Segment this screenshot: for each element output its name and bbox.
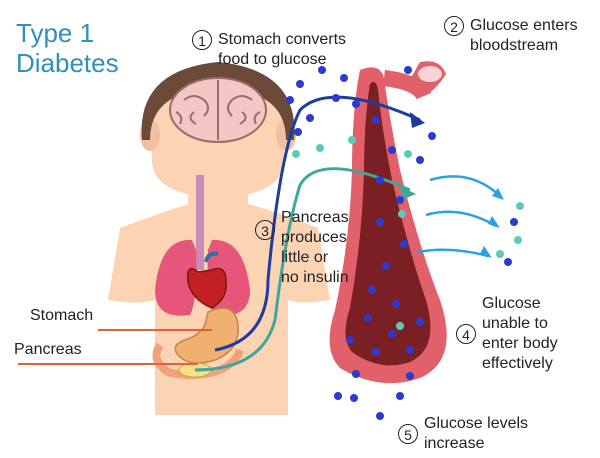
step-line: no insulin [281, 269, 349, 286]
step-line: Pancreas [281, 209, 349, 226]
step-text: Glucose unable to enter body effectively [482, 294, 558, 374]
step-line: produces [281, 229, 347, 246]
title-line-2: Diabetes [16, 48, 119, 78]
step-number: 4 [456, 324, 476, 344]
step-text: Pancreas produces little or no insulin [281, 208, 349, 288]
page-title: Type 1 Diabetes [16, 18, 119, 78]
step-line: effectively [482, 355, 553, 372]
hair [141, 62, 295, 140]
insulin-arrow [194, 167, 411, 372]
stomach-label: Stomach [30, 307, 94, 324]
step-1: 1 Stomach converts food to glucose [192, 30, 392, 72]
blocked-arrowheads [480, 188, 504, 258]
insulin-dot-icon [292, 136, 524, 330]
step-text: Glucose levels increase [424, 414, 528, 454]
glucose-arrow [214, 95, 421, 352]
step-4: 4 Glucose unable to enter body effective… [456, 294, 596, 378]
step-line: Stomach converts [218, 31, 347, 48]
glucose-arrowhead [410, 112, 425, 128]
step-5: 5 Glucose levels increase [398, 414, 558, 456]
step-line: enter body [482, 335, 558, 352]
step-3: 3 Pancreas produces little or no insulin [255, 208, 365, 292]
step-line: food to glucose [218, 51, 327, 68]
step-number: 3 [255, 220, 275, 240]
step-text: Stomach converts food to glucose [218, 30, 346, 70]
step-line: unable to [482, 315, 548, 332]
step-number: 1 [192, 30, 212, 50]
step-number: 5 [398, 424, 418, 444]
insulin-arrowhead [400, 186, 416, 200]
pancreas-label: Pancreas [14, 341, 82, 358]
step-line: Glucose enters [470, 17, 578, 34]
glucose-dot-icon [286, 66, 518, 420]
step-line: Glucose [482, 295, 541, 312]
step-2: 2 Glucose enters bloodstream [444, 16, 594, 58]
step-line: bloodstream [470, 37, 559, 54]
step-line: increase [424, 435, 485, 452]
step-number: 2 [444, 16, 464, 36]
blocked-arrows [417, 175, 501, 258]
step-line: Glucose levels [424, 415, 529, 432]
brain-icon [169, 77, 267, 143]
blood-vessel-icon [329, 61, 447, 384]
title-line-1: Type 1 [16, 18, 95, 48]
step-text: Glucose enters bloodstream [470, 16, 578, 56]
esophagus [196, 175, 204, 270]
step-line: little or [281, 249, 329, 266]
heart-icon [186, 251, 227, 309]
